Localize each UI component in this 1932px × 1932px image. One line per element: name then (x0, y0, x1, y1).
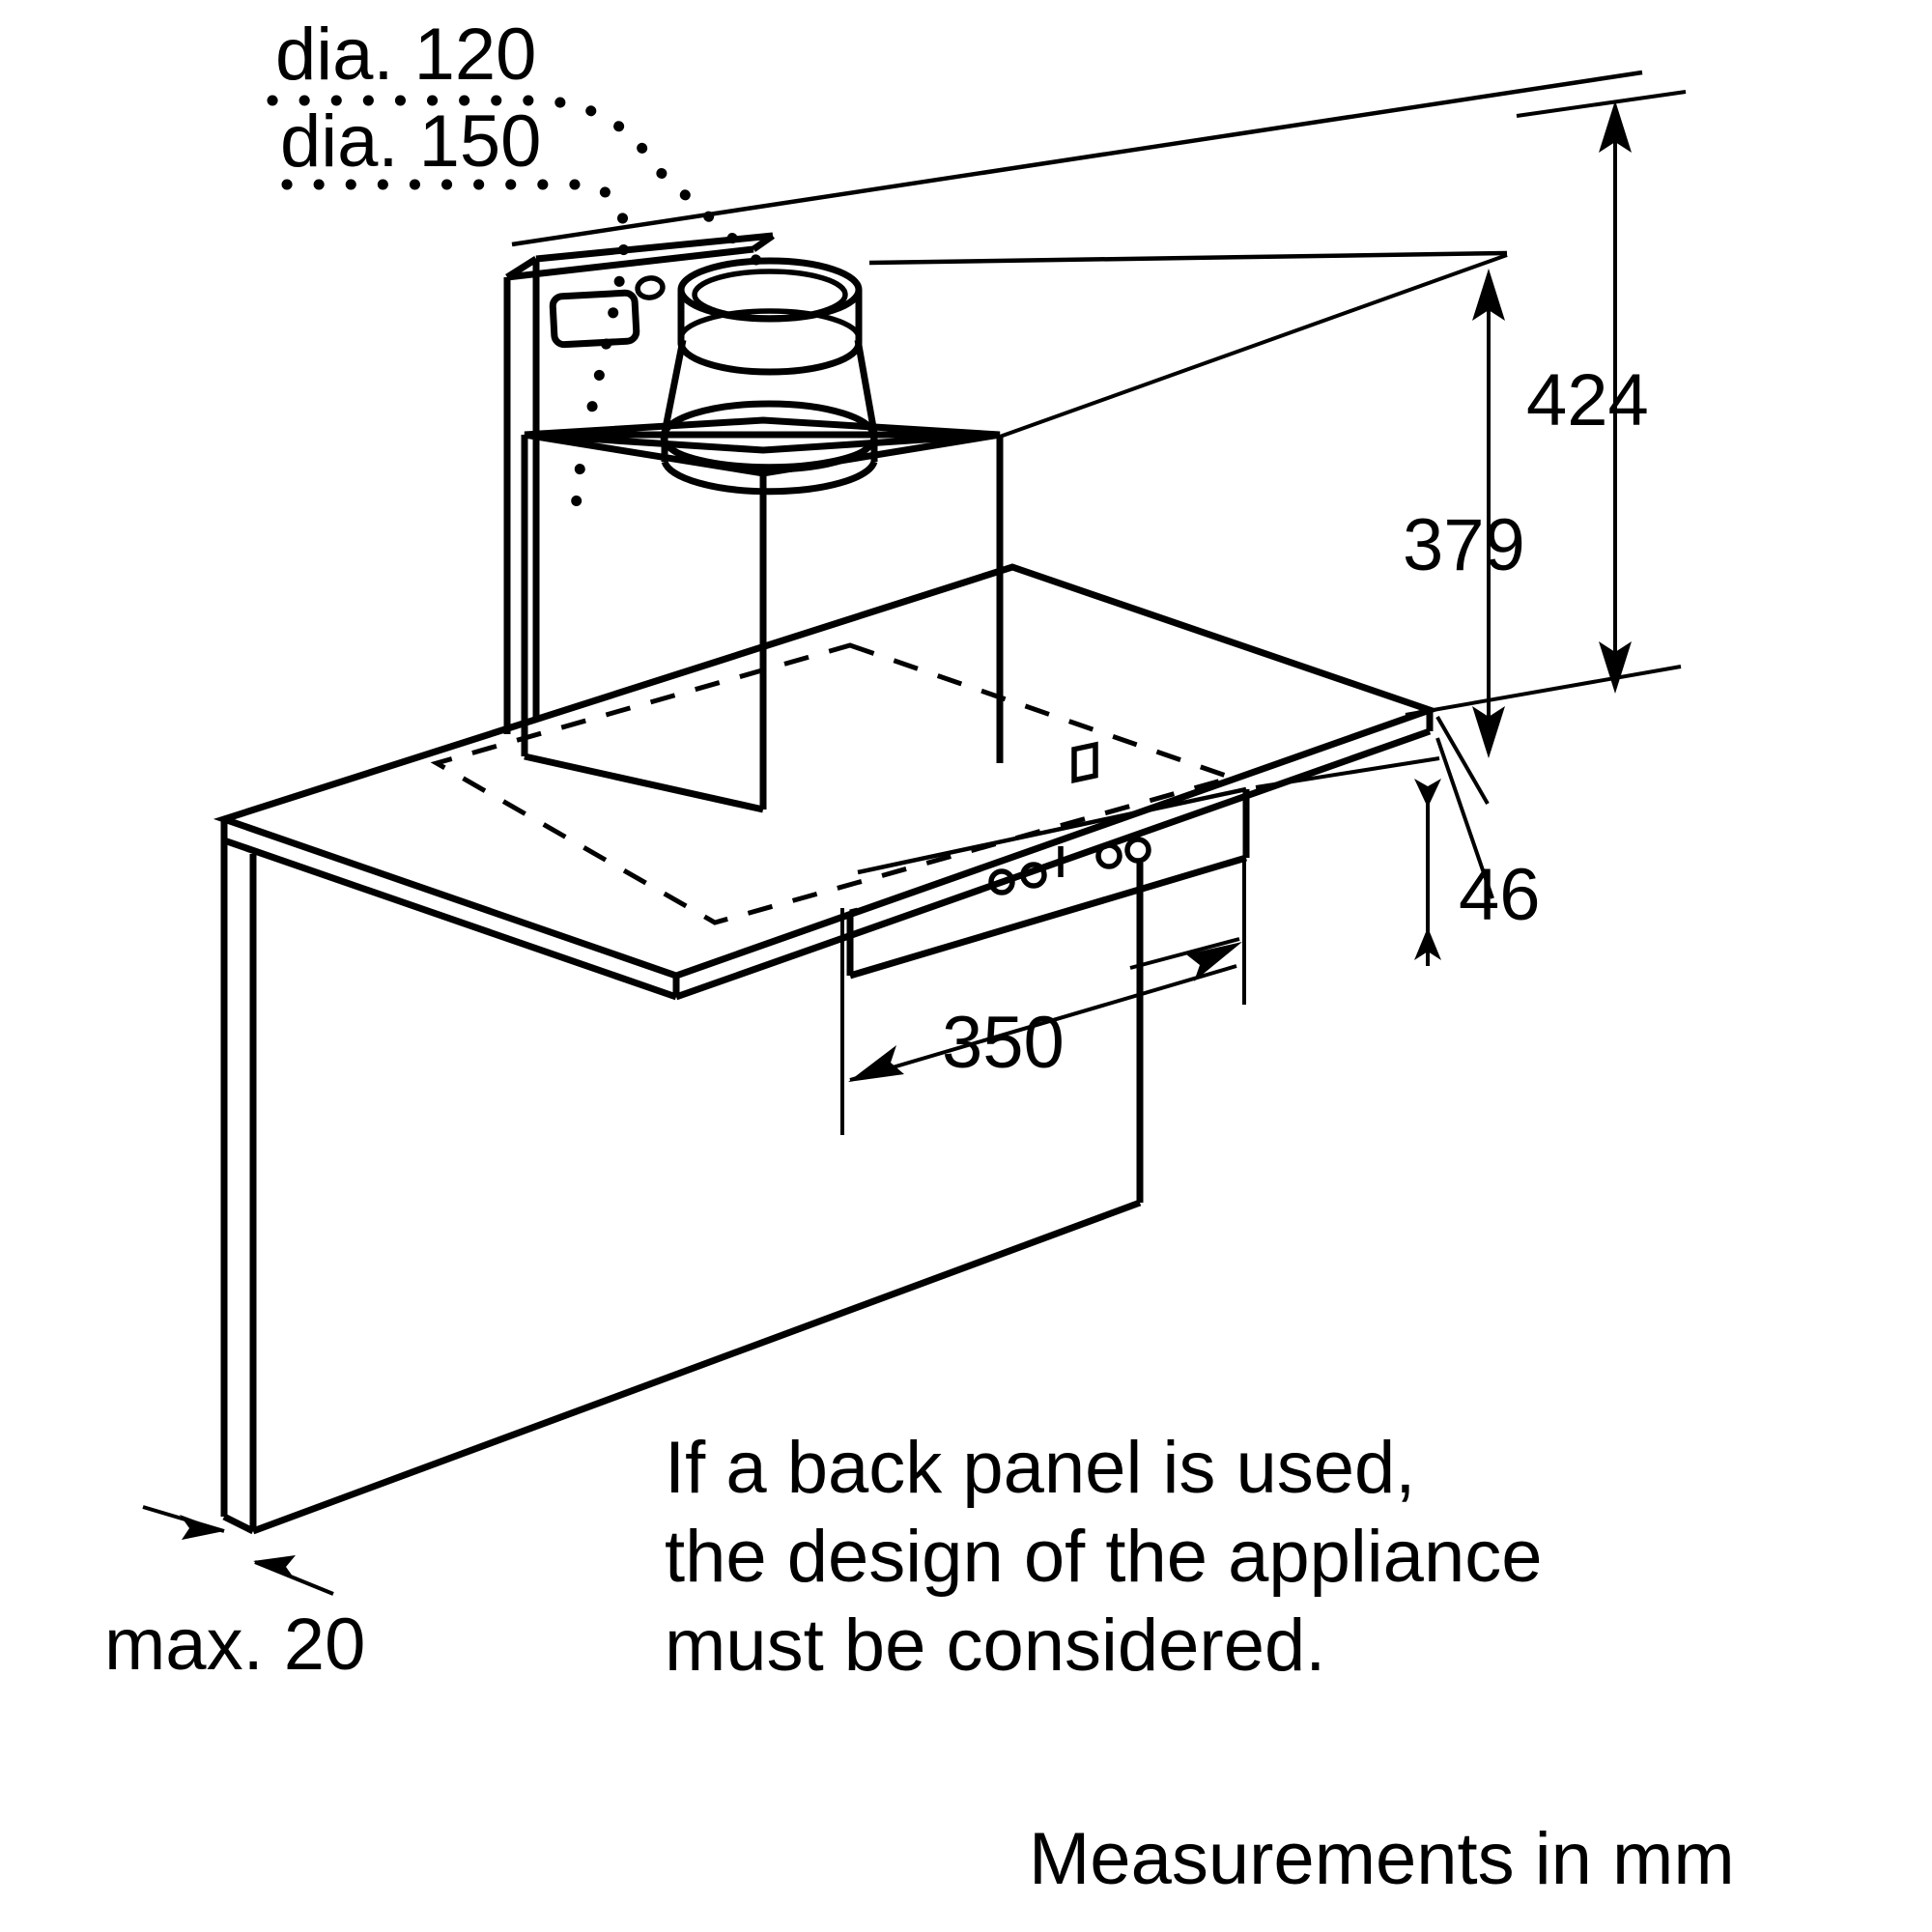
dia-120-label: dia. 120 (275, 14, 536, 96)
duct-reducer (660, 257, 878, 496)
hidden-filter-outline (430, 642, 1240, 925)
note-line-1: If a back panel is used, (665, 1427, 1415, 1509)
dimension-424-label: 424 (1526, 359, 1649, 441)
measurements-unit-note: Measurements in mm (1029, 1818, 1735, 1900)
dimension-46: 46 (1414, 715, 1541, 966)
motor-housing (846, 789, 1250, 980)
canopy-plate (213, 563, 1440, 1001)
dimension-379: 379 (999, 253, 1525, 789)
dimension-46-label: 46 (1459, 854, 1541, 936)
control-panel-icons[interactable] (988, 741, 1151, 895)
wall-plane (511, 70, 1643, 266)
dimension-max-20: max. 20 (104, 1505, 365, 1686)
chimney-box (521, 416, 1004, 813)
dimension-350-label: 350 (942, 1002, 1065, 1084)
back-panel-note: If a back panel is used, the design of t… (665, 1427, 1542, 1687)
note-line-3: must be considered. (665, 1605, 1325, 1687)
note-line-2: the design of the appliance (665, 1516, 1542, 1598)
dimension-379-label: 379 (1403, 504, 1525, 586)
dimension-424: 424 (1405, 90, 1687, 717)
control-panel (857, 741, 1247, 895)
hood-back-plate (503, 232, 776, 734)
dimension-350: 350 (840, 860, 1246, 1135)
dimension-max-20-label: max. 20 (104, 1604, 365, 1686)
dia-150-label: dia. 150 (280, 100, 541, 183)
